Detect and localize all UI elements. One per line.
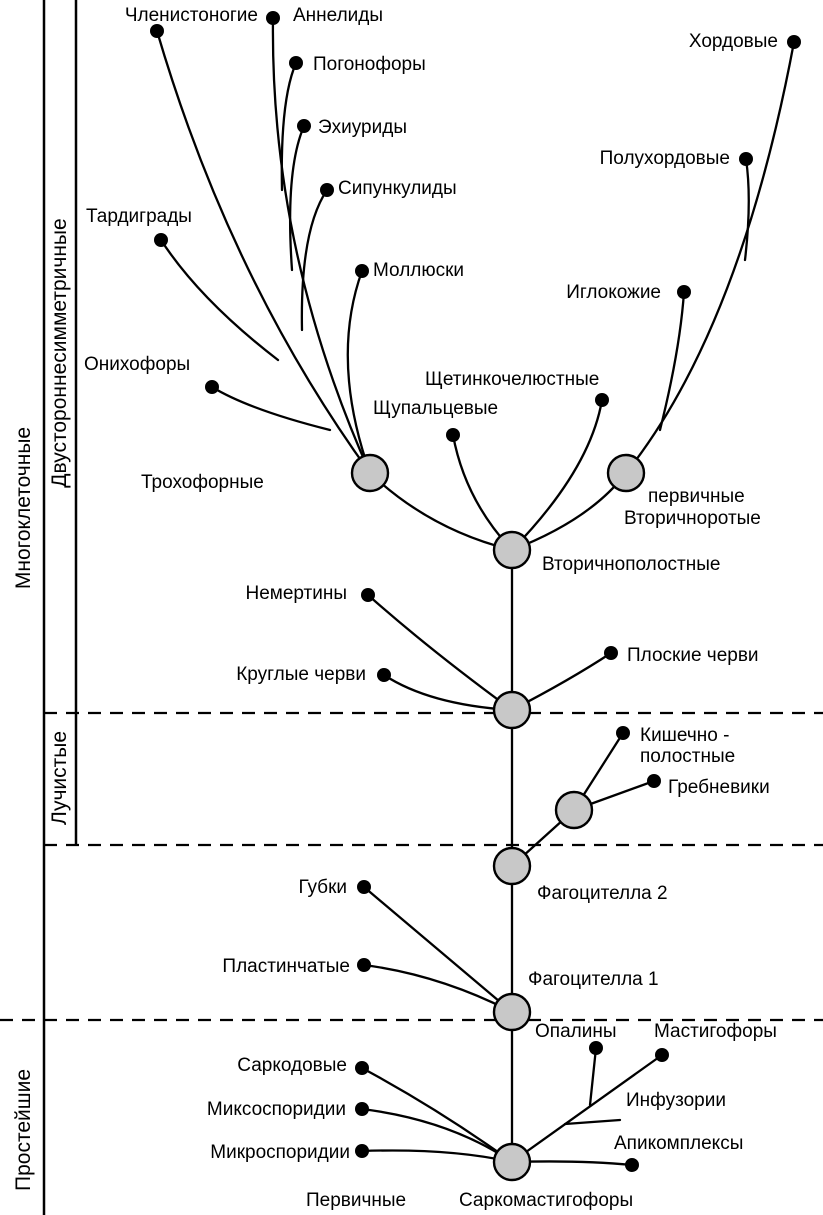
- label-shchetinkochelyustnye: Щетинкочелюстные: [425, 369, 599, 390]
- leaf-nemertiny: [361, 588, 375, 602]
- edge-mollyuski: [346, 269, 372, 475]
- label-grebneviki: Гребневики: [668, 777, 770, 798]
- edge-polukhordovye: [743, 157, 750, 262]
- leaf-ekhiuridy: [297, 119, 311, 133]
- label-annelidy: Аннелиды: [293, 5, 383, 26]
- label-ploskie-chervi: Плоские черви: [627, 645, 759, 666]
- edge-onikhofory: [210, 385, 332, 432]
- edge-chlenistonogie: [155, 29, 372, 475]
- label-vtorichnorotye-line1: первичные: [648, 486, 745, 507]
- label-vtorichnorotye-line2: Вторичноротые: [624, 508, 761, 529]
- label-kishechnopolostnye-line1: Кишечно -: [640, 725, 729, 746]
- label-chlenistonogie: Членистоногие: [125, 5, 258, 26]
- label-onikhofory: Онихофоры: [84, 354, 190, 375]
- leaf-mollyuski: [355, 264, 369, 278]
- leaf-opaliny: [589, 1041, 603, 1055]
- leaf-kishechnopolostnye: [616, 726, 630, 740]
- leaf-miksosporidii: [355, 1102, 369, 1116]
- leaf-gubki: [357, 880, 371, 894]
- edge-iglokozhie: [658, 290, 686, 432]
- leaf-pogonofory: [289, 56, 303, 70]
- node-trokhofornye: [350, 453, 390, 493]
- edge-annelidy: [271, 16, 372, 475]
- edge-plastinchatye: [362, 963, 514, 1014]
- edge-sarkodovye: [360, 1066, 514, 1164]
- leaf-mikrosporidii: [355, 1144, 369, 1158]
- zone-label-bilateria: Двусторонне­симметричные: [48, 218, 71, 487]
- label-ekhiuridy: Эхиуриды: [318, 117, 407, 138]
- edge-pogonofory: [280, 61, 298, 192]
- leaf-annelidy: [266, 11, 280, 25]
- node-vtorichnopolostnye: [492, 530, 532, 570]
- label-tardigrady: Тардиграды: [86, 206, 192, 227]
- node-bilateria: [492, 690, 532, 730]
- edge-gubki: [362, 885, 514, 1014]
- leaf-grebneviki: [647, 774, 661, 788]
- edge-khordovye: [624, 40, 796, 475]
- leaf-kruglye-chervi: [377, 668, 391, 682]
- leaf-ploskie-chervi: [604, 646, 618, 660]
- leaf-shchetinkochelyustnye: [595, 393, 609, 407]
- label-fagotsitella-1: Фагоцителла 1: [528, 969, 659, 990]
- leaf-shchupaltsevye: [446, 428, 460, 442]
- edge-infuzorii: [563, 1118, 622, 1126]
- label-kishechnopolostnye-line2: полостные: [640, 746, 735, 767]
- leaf-polukhordovye: [739, 152, 753, 166]
- edge-shchetinkochelyustnye: [510, 398, 604, 552]
- label-nemertiny: Немертины: [245, 583, 347, 604]
- edge-nemertiny: [366, 593, 514, 712]
- label-iglokozhie: Иглокожие: [566, 282, 661, 303]
- label-gubki: Губки: [298, 877, 347, 898]
- label-trokhofornye: Трохофорные: [141, 472, 264, 493]
- edge-tardigrady: [159, 238, 280, 362]
- label-mikrosporidii: Микроспоридии: [210, 1142, 350, 1163]
- label-apikompleksy: Апикомплексы: [614, 1133, 743, 1154]
- leaf-sarkodovye: [355, 1061, 369, 1075]
- label-sarkodovye: Саркодовые: [237, 1055, 347, 1076]
- zone-label-radiata: Лучистые: [48, 731, 71, 825]
- label-sipunkulidy: Сипункулиды: [338, 178, 457, 199]
- edge-mikrosporidii: [360, 1149, 514, 1164]
- leaf-onikhofory: [205, 380, 219, 394]
- node-vtorichnorotye: [606, 453, 646, 493]
- leaf-mastigofory: [655, 1048, 669, 1062]
- label-opaliny: Опалины: [535, 1021, 616, 1042]
- label-mastigofory: Мастигофоры: [654, 1021, 777, 1042]
- edge-vtorichnorotye: [510, 471, 628, 552]
- leaf-chlenistonogie: [150, 24, 164, 38]
- label-shchupaltsevye: Щупальцевые: [373, 398, 498, 419]
- node-luchistye: [554, 790, 594, 830]
- label-infuzorii: Инфузории: [626, 1090, 726, 1111]
- node-fagotsitella-1: [492, 992, 532, 1032]
- edge-miksosporidii: [360, 1107, 514, 1164]
- label-khordovye: Хордовые: [689, 31, 778, 52]
- label-miksosporidii: Миксоспоридии: [207, 1099, 346, 1120]
- leaf-plastinchatye: [357, 958, 371, 972]
- edge-sipunkulidy: [300, 188, 329, 332]
- node-sarkomastigofory: [492, 1142, 532, 1182]
- edge-opaliny: [588, 1046, 598, 1107]
- label-fagotsitella-2: Фагоцителла 2: [537, 883, 668, 904]
- label-kruglye-chervi: Круглые черви: [236, 664, 366, 685]
- edge-mastigofory: [510, 1053, 664, 1164]
- leaf-iglokozhie: [677, 285, 691, 299]
- label-pervichnye: Первичные: [306, 1190, 406, 1211]
- label-pogonofory: Погонофоры: [313, 54, 426, 75]
- label-mollyuski: Моллюски: [373, 260, 464, 281]
- node-fagotsitella-2: [492, 846, 532, 886]
- leaf-khordovye: [787, 35, 801, 49]
- edge-trokhofornye: [368, 471, 514, 552]
- edge-kruglye-chervi: [382, 673, 514, 712]
- label-polukhordovye: Полухордовые: [600, 148, 730, 169]
- leaf-sipunkulidy: [320, 183, 334, 197]
- edge-ekhiuridy: [289, 124, 306, 272]
- leaf-apikompleksy: [625, 1158, 639, 1172]
- leaf-tardigrady: [154, 233, 168, 247]
- label-sarkomastigofory: Саркомастигофоры: [459, 1190, 633, 1211]
- zone-label-protozoa: Простейшие: [12, 1069, 35, 1191]
- label-plastinchatye: Пластинчатые: [222, 956, 350, 977]
- label-vtorichnopolostnye: Вторичнополостные: [542, 554, 720, 575]
- zone-label-multicellular: Многоклеточные: [12, 427, 35, 589]
